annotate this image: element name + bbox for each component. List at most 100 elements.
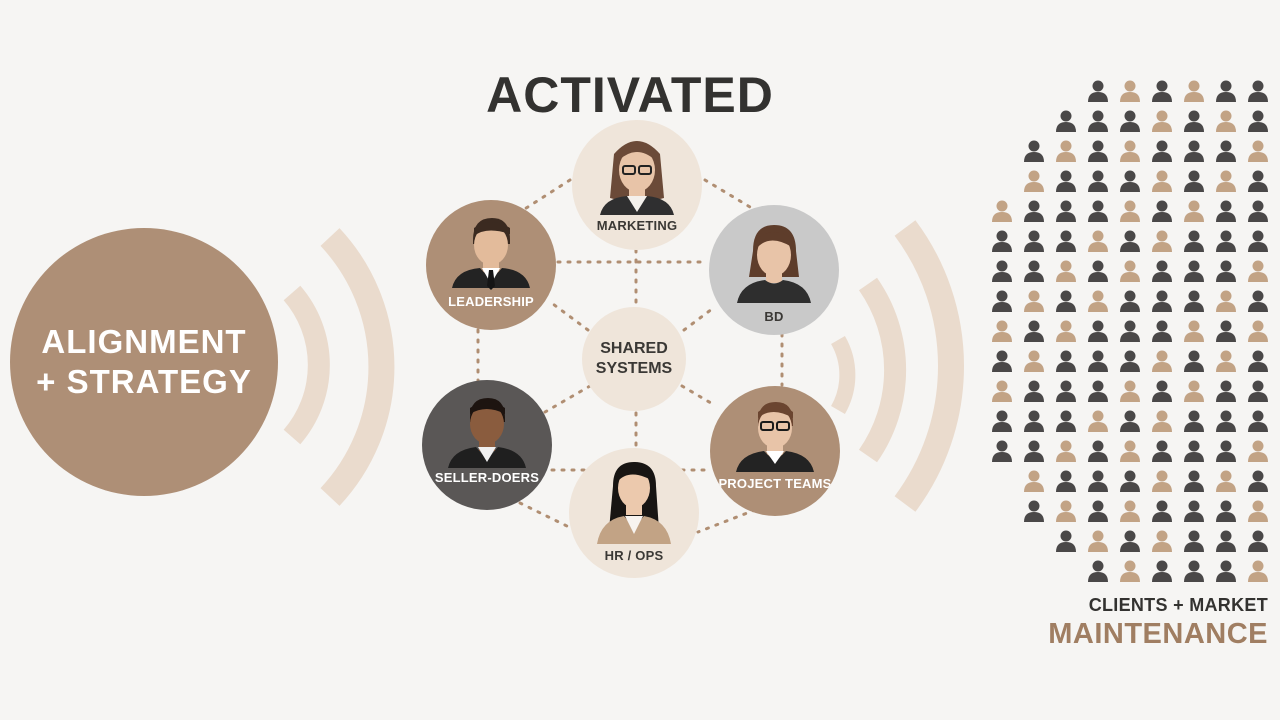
- crowd-person-icon: [1088, 80, 1108, 102]
- crowd-person-icon: [1024, 230, 1044, 252]
- crowd-person-icon: [1024, 140, 1044, 162]
- link-marketing-bd: [703, 178, 757, 212]
- leadership-label: LEADERSHIP: [448, 294, 534, 309]
- crowd-person-icon: [1120, 500, 1140, 522]
- crowd-person-icon: [1056, 440, 1076, 462]
- clients-crowd: [992, 80, 1268, 582]
- hr-ops-node: HR / OPS: [569, 448, 699, 578]
- crowd-person-icon: [992, 320, 1012, 342]
- crowd-person-icon: [1152, 140, 1172, 162]
- crowd-person-icon: [1152, 170, 1172, 192]
- crowd-person-icon: [1184, 530, 1204, 552]
- crowd-person-icon: [1120, 380, 1140, 402]
- crowd-person-icon: [1024, 500, 1044, 522]
- link-marketing-leadership: [518, 178, 572, 214]
- link-project-hrops: [696, 508, 757, 534]
- crowd-person-icon: [1184, 560, 1204, 582]
- link-center-bd: [682, 304, 718, 332]
- crowd-person-icon: [1248, 320, 1268, 342]
- crowd-person-icon: [1248, 140, 1268, 162]
- crowd-person-icon: [1088, 110, 1108, 132]
- crowd-person-icon: [1152, 320, 1172, 342]
- shared-systems-node: SHARED SYSTEMS: [582, 307, 686, 411]
- crowd-person-icon: [1056, 380, 1076, 402]
- crowd-person-icon: [1120, 530, 1140, 552]
- crowd-person-icon: [1120, 320, 1140, 342]
- crowd-person-icon: [1088, 440, 1108, 462]
- crowd-person-icon: [1024, 380, 1044, 402]
- crowd-person-icon: [1152, 80, 1172, 102]
- systems-label: SYSTEMS: [595, 360, 673, 377]
- crowd-person-icon: [1088, 530, 1108, 552]
- crowd-person-icon: [1216, 230, 1236, 252]
- woman-icon: [737, 225, 811, 303]
- crowd-person-icon: [1184, 470, 1204, 492]
- crowd-person-icon: [1248, 350, 1268, 372]
- crowd-person-icon: [992, 380, 1012, 402]
- crowd-person-icon: [1152, 290, 1172, 312]
- hr-ops-label: HR / OPS: [604, 548, 664, 563]
- crowd-person-icon: [1056, 350, 1076, 372]
- crowd-person-icon: [1120, 290, 1140, 312]
- crowd-person-icon: [1024, 200, 1044, 222]
- alignment-label: ALIGNMENT: [41, 323, 247, 360]
- crowd-person-icon: [1216, 260, 1236, 282]
- crowd-person-icon: [1088, 350, 1108, 372]
- crowd-person-icon: [1056, 410, 1076, 432]
- crowd-person-icon: [1056, 110, 1076, 132]
- crowd-person-icon: [1248, 530, 1268, 552]
- woman-long-hair-icon: [597, 462, 671, 544]
- crowd-person-icon: [1184, 200, 1204, 222]
- crowd-person-icon: [1216, 380, 1236, 402]
- crowd-person-icon: [1056, 230, 1076, 252]
- crowd-person-icon: [1152, 440, 1172, 462]
- right-wave-1: [830, 336, 856, 414]
- crowd-person-icon: [1120, 470, 1140, 492]
- clients-market-label: CLIENTS + MARKET: [1088, 595, 1268, 615]
- crowd-person-icon: [1152, 350, 1172, 372]
- crowd-person-icon: [1248, 110, 1268, 132]
- crowd-person-icon: [1216, 200, 1236, 222]
- link-seller-hrops: [518, 501, 577, 532]
- crowd-person-icon: [1216, 170, 1236, 192]
- crowd-person-icon: [1152, 560, 1172, 582]
- crowd-person-icon: [1120, 140, 1140, 162]
- crowd-person-icon: [1152, 530, 1172, 552]
- crowd-person-icon: [1120, 410, 1140, 432]
- crowd-person-icon: [1248, 260, 1268, 282]
- crowd-person-icon: [992, 290, 1012, 312]
- link-center-leadership: [551, 302, 590, 332]
- crowd-person-icon: [1184, 80, 1204, 102]
- crowd-person-icon: [1216, 410, 1236, 432]
- crowd-person-icon: [1120, 80, 1140, 102]
- crowd-person-icon: [1152, 410, 1172, 432]
- crowd-person-icon: [1088, 290, 1108, 312]
- crowd-person-icon: [1024, 320, 1044, 342]
- crowd-person-icon: [1248, 560, 1268, 582]
- left-wave-1: [283, 285, 330, 445]
- crowd-person-icon: [1216, 470, 1236, 492]
- crowd-person-icon: [1056, 290, 1076, 312]
- crowd-person-icon: [1088, 380, 1108, 402]
- crowd-person-icon: [1120, 170, 1140, 192]
- crowd-person-icon: [1184, 260, 1204, 282]
- crowd-person-icon: [1120, 260, 1140, 282]
- crowd-person-icon: [1024, 470, 1044, 492]
- man-glasses-icon: [736, 402, 814, 472]
- crowd-person-icon: [1248, 290, 1268, 312]
- bd-label: BD: [764, 309, 784, 324]
- crowd-person-icon: [1056, 530, 1076, 552]
- crowd-person-icon: [1216, 500, 1236, 522]
- crowd-person-icon: [1056, 260, 1076, 282]
- link-center-project: [680, 384, 718, 408]
- crowd-person-icon: [1120, 440, 1140, 462]
- crowd-person-icon: [992, 200, 1012, 222]
- crowd-person-icon: [1184, 110, 1204, 132]
- crowd-person-icon: [1024, 260, 1044, 282]
- crowd-person-icon: [1184, 380, 1204, 402]
- man-suit-icon: [452, 218, 530, 290]
- crowd-person-icon: [1184, 320, 1204, 342]
- crowd-person-icon: [1120, 230, 1140, 252]
- crowd-person-icon: [1248, 80, 1268, 102]
